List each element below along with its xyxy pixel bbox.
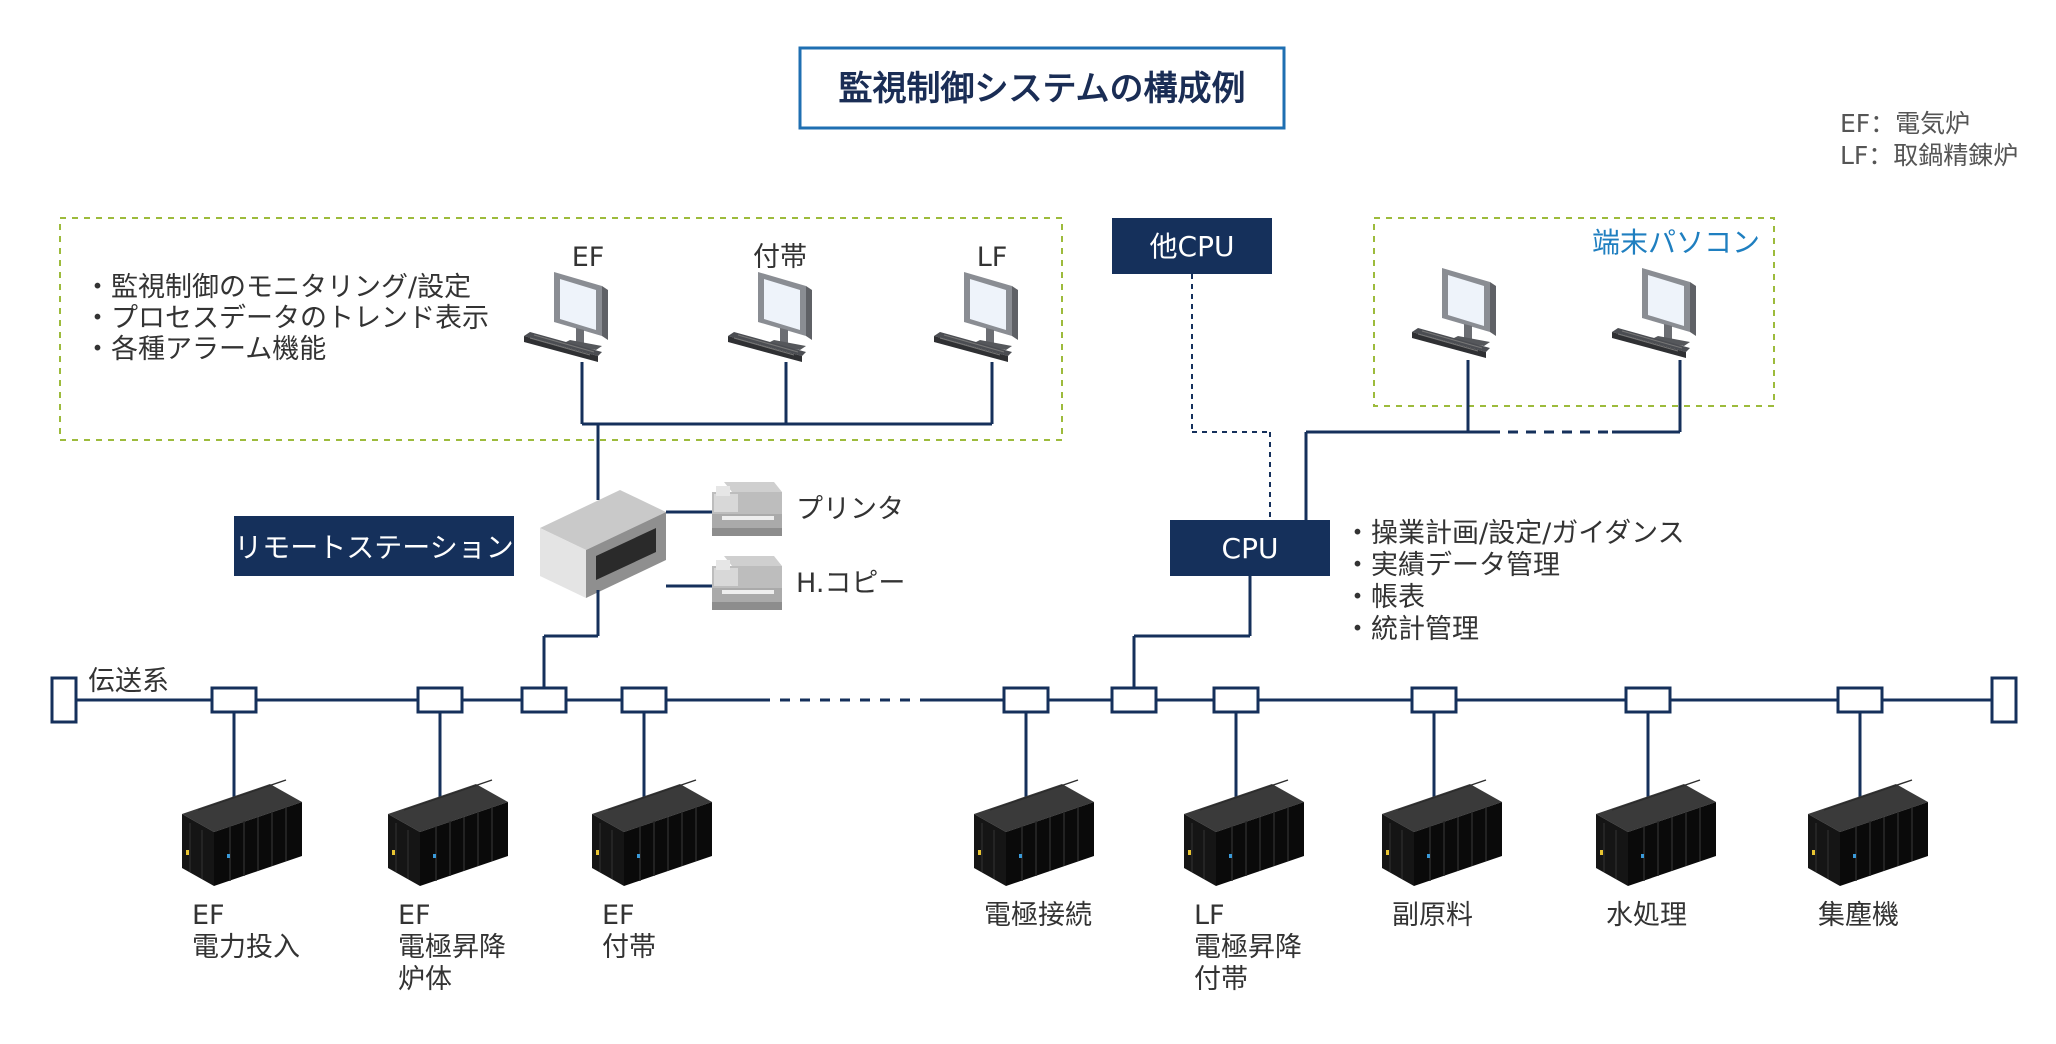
cabinet-label: 電極接続 bbox=[984, 900, 1092, 931]
terminal-pc-label: 端末パソコン bbox=[1592, 226, 1760, 259]
station-bus bbox=[580, 362, 994, 500]
cpu-feature: ・実績データ管理 bbox=[1344, 550, 1560, 581]
node bbox=[520, 686, 568, 714]
cpu-box bbox=[1170, 520, 1330, 576]
control-cabinet-icon bbox=[973, 779, 1095, 887]
title-frame bbox=[798, 46, 1286, 130]
terminal-bus bbox=[1304, 360, 1682, 520]
monitor-keyboard-icon bbox=[727, 271, 813, 363]
station-label-lf: LF bbox=[977, 242, 1008, 273]
control-cabinet-icon bbox=[181, 779, 303, 887]
node bbox=[1002, 686, 1050, 714]
other-cpu-box bbox=[1112, 218, 1272, 274]
remote-station-label: リモートステーション bbox=[234, 531, 513, 564]
monitor-keyboard-icon bbox=[1411, 267, 1497, 359]
control-cabinet-icon bbox=[591, 779, 713, 887]
control-cabinet-icon bbox=[387, 779, 509, 887]
cpu-link bbox=[1132, 576, 1252, 694]
server-box-icon bbox=[540, 490, 666, 598]
transmission-nodes bbox=[210, 686, 1884, 714]
copier-icon bbox=[712, 556, 782, 610]
line-terminator-right bbox=[1990, 676, 2018, 724]
cabinet-label: 付帯 bbox=[602, 932, 656, 963]
node bbox=[1624, 686, 1672, 714]
cpu-feature: ・操業計画/設定/ガイダンス bbox=[1344, 518, 1685, 549]
node bbox=[210, 686, 258, 714]
cpu-feature: ・統計管理 bbox=[1344, 614, 1479, 645]
printer-label: プリンタ bbox=[796, 494, 904, 525]
cabinet-label: EF bbox=[602, 900, 635, 931]
cpu-label: CPU bbox=[1222, 532, 1279, 565]
monitor-feature: ・各種アラーム機能 bbox=[84, 334, 326, 365]
node bbox=[416, 686, 464, 714]
copier-label: H.コピー bbox=[796, 568, 905, 599]
cabinet-label: EF bbox=[398, 900, 431, 931]
node bbox=[1212, 686, 1260, 714]
node bbox=[620, 686, 668, 714]
cabinet-label: EF bbox=[192, 900, 225, 931]
control-cabinet-icon bbox=[1595, 779, 1717, 887]
node bbox=[1836, 686, 1884, 714]
station-label-ef: EF bbox=[572, 242, 605, 273]
cabinet-drops bbox=[232, 712, 1862, 800]
cabinet-label: 水処理 bbox=[1606, 900, 1687, 931]
legend-lf: LF：取鍋精錬炉 bbox=[1840, 141, 2018, 170]
monitor-keyboard-icon bbox=[933, 271, 1019, 363]
cabinet-label: 集塵機 bbox=[1818, 900, 1899, 931]
peripheral-links bbox=[666, 510, 712, 588]
transmission-label: 伝送系 bbox=[88, 666, 169, 697]
cabinet-label: 電極昇降 bbox=[398, 932, 506, 963]
cabinet-label: 付帯 bbox=[1194, 964, 1248, 995]
printer-icon bbox=[712, 482, 782, 536]
monitor-feature: ・プロセスデータのトレンド表示 bbox=[84, 303, 489, 334]
cabinet-label: 炉体 bbox=[398, 964, 452, 995]
node bbox=[1110, 686, 1158, 714]
monitor-keyboard-icon bbox=[1611, 267, 1697, 359]
other-cpu-link bbox=[1191, 274, 1271, 520]
control-cabinet-icon bbox=[1381, 779, 1503, 887]
control-cabinet-icon bbox=[1183, 779, 1305, 887]
page-title: 監視制御システムの構成例 bbox=[839, 69, 1246, 109]
cpu-feature: ・帳表 bbox=[1344, 582, 1425, 613]
monitor-keyboard-icon bbox=[523, 271, 609, 363]
cabinet-labels: EF 電力投入 EF 電極昇降 炉体 EF 付帯 電極接続 LF 電極昇降 付帯… bbox=[192, 900, 1899, 995]
station-label-aux: 付帯 bbox=[753, 242, 807, 273]
cabinet-label: 電力投入 bbox=[192, 932, 300, 963]
other-cpu-label: 他CPU bbox=[1150, 230, 1235, 263]
cabinet-label: LF bbox=[1194, 900, 1225, 931]
terminal-group-frame bbox=[1373, 217, 1775, 407]
remote-station-box bbox=[234, 516, 514, 576]
control-cabinet-icon bbox=[1807, 779, 1929, 887]
cabinet-label: 電極昇降 bbox=[1194, 932, 1302, 963]
cabinet-label: 副原料 bbox=[1392, 900, 1473, 931]
legend-ef: EF：電気炉 bbox=[1840, 109, 1970, 138]
monitor-feature: ・監視制御のモニタリング/設定 bbox=[84, 272, 471, 303]
node bbox=[1410, 686, 1458, 714]
line-terminator-left bbox=[50, 676, 78, 724]
